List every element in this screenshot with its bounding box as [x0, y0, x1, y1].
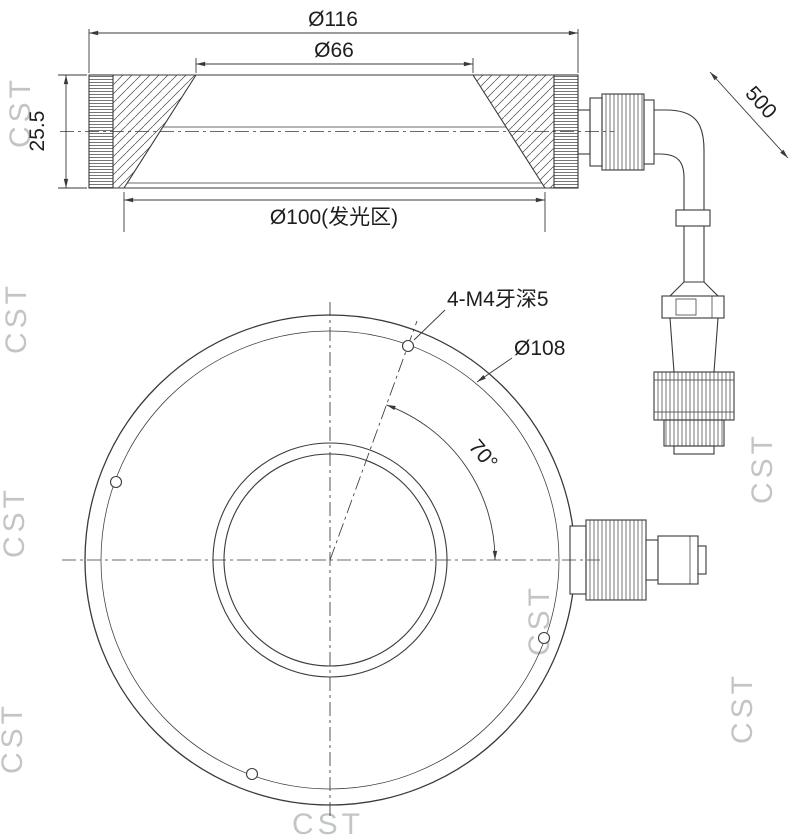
cable-inner-edge	[654, 153, 685, 210]
watermark-text: CST	[0, 486, 31, 558]
dimension-line	[709, 71, 789, 159]
dim-height: 25.5	[26, 74, 87, 189]
watermark-text: CST	[726, 672, 759, 744]
connector-neck	[645, 539, 659, 581]
mount-hole	[109, 475, 123, 489]
cable-outer-edge	[654, 109, 705, 210]
connector-plug	[653, 281, 735, 455]
gland-stub	[577, 109, 591, 155]
gland-threaded-body	[601, 93, 645, 171]
dim-label-outer-diameter: Ø116	[308, 8, 358, 31]
cable-elbow	[654, 109, 711, 282]
gland-end-collar	[643, 99, 655, 165]
leader-line	[413, 309, 446, 341]
plug-clamp-block	[675, 298, 697, 316]
mount-hole	[245, 767, 259, 781]
watermark-text: CST	[746, 432, 779, 504]
mount-hole	[537, 631, 551, 645]
dim-luminous-area: Ø100(发光区)	[123, 192, 546, 232]
gland-collar	[589, 97, 603, 167]
dim-bolt-circle: Ø108	[476, 337, 565, 383]
watermark-text: CST	[292, 808, 364, 836]
dim-label-cable-length: 500	[741, 82, 782, 123]
dim-label-angle: 70°	[464, 435, 502, 474]
watermark-text: CST	[523, 584, 556, 656]
leader-line	[476, 357, 513, 383]
dim-label-bolt-circle: Ø108	[514, 337, 565, 360]
watermark-layer: CST CST CST CST CST CST CST CST	[0, 76, 779, 836]
dim-outer-diameter: Ø116	[88, 8, 579, 73]
connector-tip	[697, 545, 707, 575]
side-view-body	[60, 74, 614, 189]
plug-barrel	[663, 419, 725, 447]
dim-mount-holes: 4-M4牙深5	[413, 288, 549, 341]
dim-label-luminous-area: Ø100(发光区)	[270, 206, 398, 229]
mount-holes	[109, 339, 551, 781]
dim-label-inner-diameter: Ø66	[314, 39, 354, 62]
radial-centerline	[329, 320, 418, 561]
watermark-text: CST	[0, 282, 33, 354]
side-view: Ø116 Ø66 25.5 Ø100(发光区)	[26, 8, 789, 455]
connector-barrel	[657, 535, 699, 585]
plug-body	[669, 317, 719, 373]
dim-label-mount-holes: 4-M4牙深5	[447, 288, 549, 311]
watermark-text: CST	[4, 76, 37, 148]
cone-edge-right	[472, 74, 546, 189]
plug-coupling-ring	[653, 371, 735, 421]
watermark-text: CST	[0, 702, 29, 774]
mount-hole	[401, 339, 415, 353]
plug-strain-relief	[668, 281, 720, 297]
cable-molded-ring	[675, 209, 711, 227]
dim-inner-diameter: Ø66	[195, 39, 474, 73]
angle-arc	[386, 404, 498, 561]
cable-gland	[577, 93, 655, 171]
plug-end-cap	[673, 445, 715, 455]
front-centerlines	[62, 302, 600, 820]
front-view: 70° 4-M4牙深5 Ø108	[62, 288, 707, 820]
dim-cable-length: 500	[709, 71, 789, 159]
dim-label-height: 25.5	[26, 111, 49, 152]
